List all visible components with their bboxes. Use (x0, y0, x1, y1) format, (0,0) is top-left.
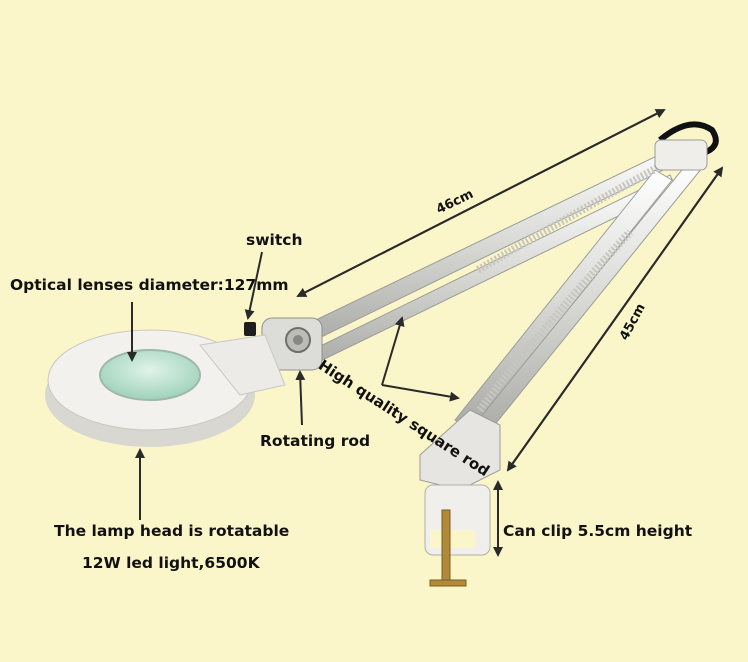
base-clamp (419, 409, 501, 587)
rotating-hinge (261, 317, 323, 371)
lamp-head-label: The lamp head is rotatable (54, 522, 290, 540)
lens-diameter-label: Optical lenses diameter:127mm (10, 276, 289, 294)
lamp-head (45, 322, 286, 447)
annotation-arrows (127, 109, 724, 557)
led-label: 12W led light,6500K (82, 554, 260, 572)
switch-button (244, 322, 256, 336)
clip-label: Can clip 5.5cm height (503, 522, 693, 540)
switch-label: switch (246, 231, 303, 249)
rotating-rod-label: Rotating rod (260, 432, 371, 450)
lamp-arm (294, 121, 719, 439)
